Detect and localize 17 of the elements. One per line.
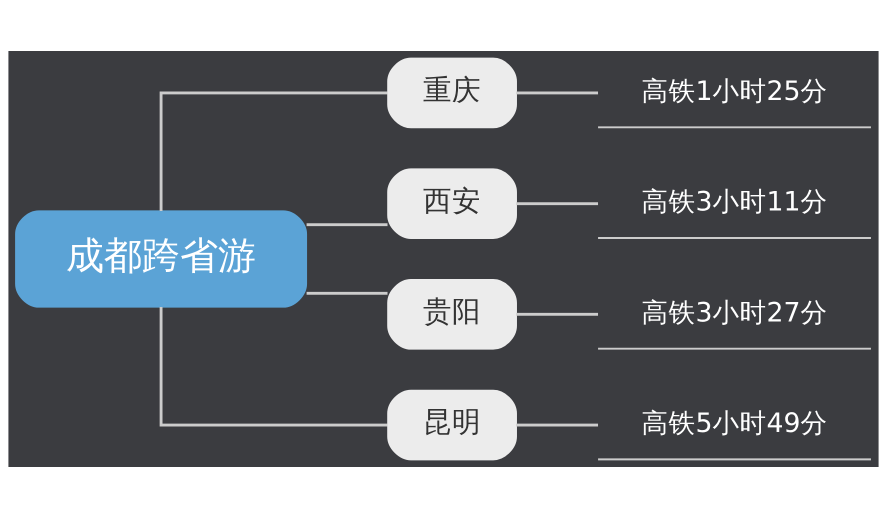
node-box: 成都跨省游 — [15, 210, 308, 308]
node-text: 高铁1小时25分 — [642, 76, 828, 108]
node-text: 高铁5小时49分 — [642, 408, 828, 440]
connector — [516, 202, 598, 206]
node-box: 贵阳 — [387, 279, 517, 350]
connector — [516, 424, 598, 426]
node-box: 昆明 — [387, 390, 517, 460]
connector — [160, 92, 388, 211]
connector — [306, 292, 388, 295]
node-box: 西安 — [387, 168, 517, 239]
connector — [306, 223, 388, 226]
connector — [516, 312, 598, 316]
connector — [516, 92, 598, 94]
node-text: 高铁3小时27分 — [642, 297, 828, 328]
node-box: 重庆 — [387, 58, 517, 128]
connector — [160, 307, 388, 426]
node-text: 高铁3小时11分 — [642, 186, 828, 218]
